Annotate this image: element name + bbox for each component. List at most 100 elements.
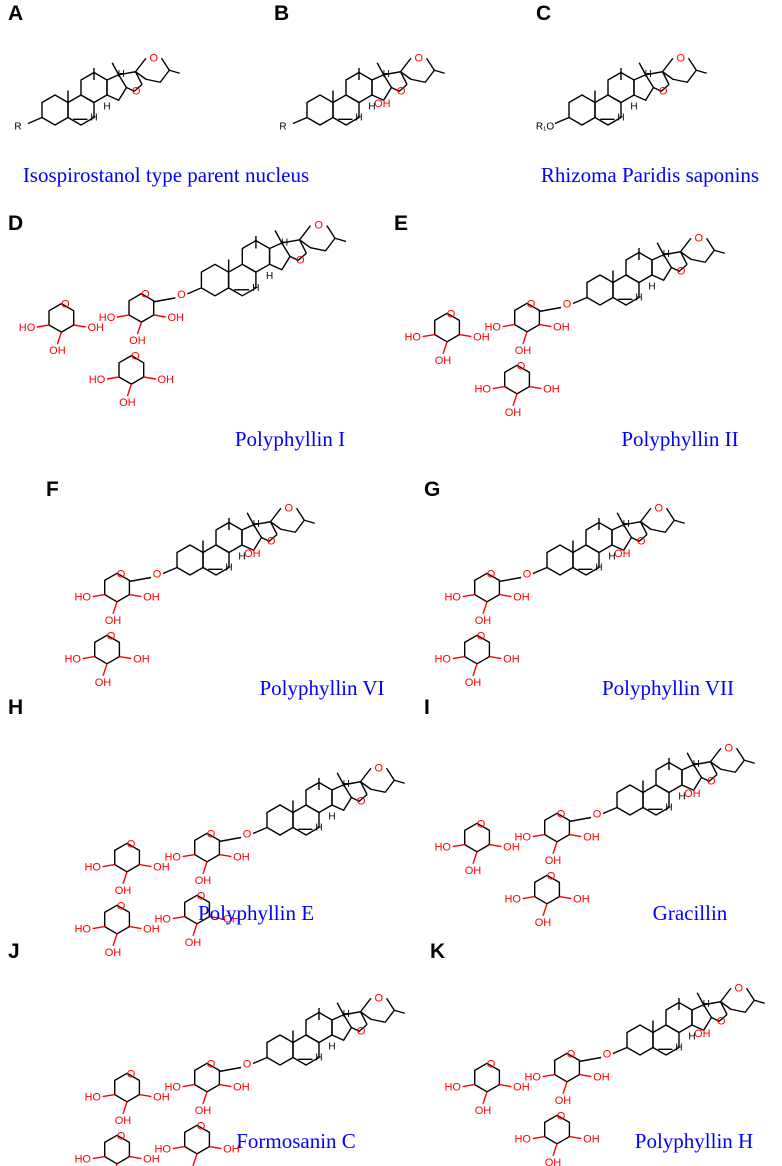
- hydroxyl-bond: [552, 1143, 558, 1157]
- hydroxyl-bond: [492, 385, 505, 390]
- hydroxyl-bond: [139, 1093, 152, 1098]
- ring-e-bond: [631, 533, 648, 542]
- hydroxyl-bond: [112, 933, 118, 947]
- ring-e-bond: [298, 239, 308, 254]
- hydroxyl-bond: [502, 323, 515, 328]
- glycosidic-bond: [187, 287, 202, 295]
- hydroxyl-bond: [129, 925, 142, 930]
- hydroxyl-label: OH: [223, 914, 240, 926]
- glycosidic-bond: [218, 1066, 242, 1073]
- hydroxyl-label: OH: [473, 332, 490, 344]
- hydroxyl-bond: [569, 1135, 582, 1140]
- hydroxyl-bond: [129, 593, 142, 598]
- hydrogen-label: H: [343, 779, 350, 790]
- glycosidic-bond: [568, 816, 592, 823]
- ring-e-bond: [391, 83, 408, 92]
- hydrogen-label: H: [648, 281, 655, 292]
- glycosidic-bond: [578, 1056, 602, 1063]
- panel-letter: F: [46, 478, 59, 501]
- hydroxyl-label: OH: [143, 924, 160, 936]
- hydrogen-label: H: [328, 1041, 335, 1052]
- ring-e-bond: [126, 83, 143, 92]
- ring-e-bond: [134, 71, 143, 85]
- hydroxyl-bond: [499, 593, 512, 598]
- oxygen-label: O: [659, 85, 668, 97]
- oxygen-label: O: [487, 1058, 496, 1070]
- oxygen-label: O: [141, 289, 150, 301]
- hydroxyl-bond: [422, 333, 435, 338]
- oxygen-label: O: [397, 85, 406, 97]
- oxygen-label: O: [207, 828, 216, 840]
- glycosidic-oxygen: O: [177, 289, 186, 301]
- hydrogen-label: H: [315, 1053, 322, 1064]
- hydrogen-label: H: [688, 1031, 695, 1042]
- compound-caption: Polyphyllin VI: [259, 676, 384, 700]
- hydroxyl-label: HO: [84, 1092, 101, 1104]
- ring-f-bond: [710, 747, 746, 773]
- hydrogen-label: H: [608, 551, 615, 562]
- hydroxyl-label: OH: [119, 397, 136, 409]
- glycosidic-oxygen: O: [593, 809, 602, 821]
- oxygen-label: O: [676, 52, 685, 64]
- oxygen-label: O: [654, 502, 663, 514]
- glycosidic-oxygen: O: [603, 1049, 612, 1061]
- compound-caption: Polyphyllin E: [198, 901, 314, 925]
- hydrogen-label: H: [703, 999, 710, 1010]
- hydroxyl-label: HO: [74, 1154, 91, 1166]
- panel-letter: K: [430, 940, 445, 963]
- ring-e-bond: [118, 71, 136, 76]
- glycosidic-oxygen: O: [243, 829, 252, 841]
- hydroxyl-bond: [209, 1145, 222, 1150]
- hydroxyl-label: HO: [19, 322, 36, 334]
- hydroxyl-bond: [129, 1155, 142, 1160]
- ring-e-bond: [639, 521, 648, 535]
- ring-f-bond: [709, 747, 722, 763]
- ring-d: [681, 764, 703, 791]
- ring-d: [633, 74, 655, 101]
- panel-letter: C: [536, 2, 551, 25]
- caption-isospirostanol: Isospirostanol type parent nucleus: [23, 163, 309, 187]
- substituent-bond: [554, 116, 570, 125]
- hydroxyl-bond: [112, 601, 118, 615]
- glycosidic-bond: [572, 296, 588, 305]
- oxygen-label: O: [197, 890, 206, 902]
- hydroxyl-bond: [482, 1091, 488, 1105]
- hydroxyl-label: OH: [95, 677, 112, 689]
- ring-e-bond: [289, 252, 307, 262]
- hydroxyl-bond: [579, 1073, 592, 1078]
- ring-f-bond: [359, 767, 372, 783]
- glycosidic-bond: [498, 576, 522, 583]
- ring-a: [616, 784, 644, 816]
- methyl-bond: [336, 1002, 345, 1016]
- hydroxyl-bond: [102, 863, 115, 868]
- ring-f-bond: [661, 57, 674, 73]
- ring-e-bond: [343, 781, 361, 786]
- ring-e-bond: [701, 773, 718, 782]
- methyl-bond: [674, 519, 685, 524]
- oxygen-label: O: [487, 568, 496, 580]
- hydroxyl-label: HO: [504, 894, 521, 906]
- oxygen-label: O: [374, 762, 383, 774]
- caption-rhizoma-paridis: Rhizoma Paridis saponins: [541, 163, 759, 187]
- glycosidic-bond: [252, 826, 268, 835]
- oxygen-label: O: [284, 502, 293, 514]
- ring-e-bond: [359, 781, 368, 795]
- methyl-bond: [656, 242, 665, 256]
- ring-d: [691, 1004, 713, 1031]
- ring-e-bond: [261, 533, 278, 542]
- ring-f-bond: [134, 57, 147, 73]
- hydroxyl-bond: [192, 1153, 198, 1166]
- hydroxyl-label: OH: [115, 885, 132, 897]
- oxygen-label: O: [207, 1058, 216, 1070]
- hydroxyl-bond: [82, 655, 95, 660]
- methyl-bond: [696, 69, 707, 74]
- methyl-bond: [169, 69, 180, 74]
- hydroxyl-label: OH: [374, 98, 391, 110]
- hydroxyl-label: OH: [153, 1092, 170, 1104]
- hydroxyl-bond: [209, 915, 222, 920]
- ring-f-bond: [360, 767, 396, 793]
